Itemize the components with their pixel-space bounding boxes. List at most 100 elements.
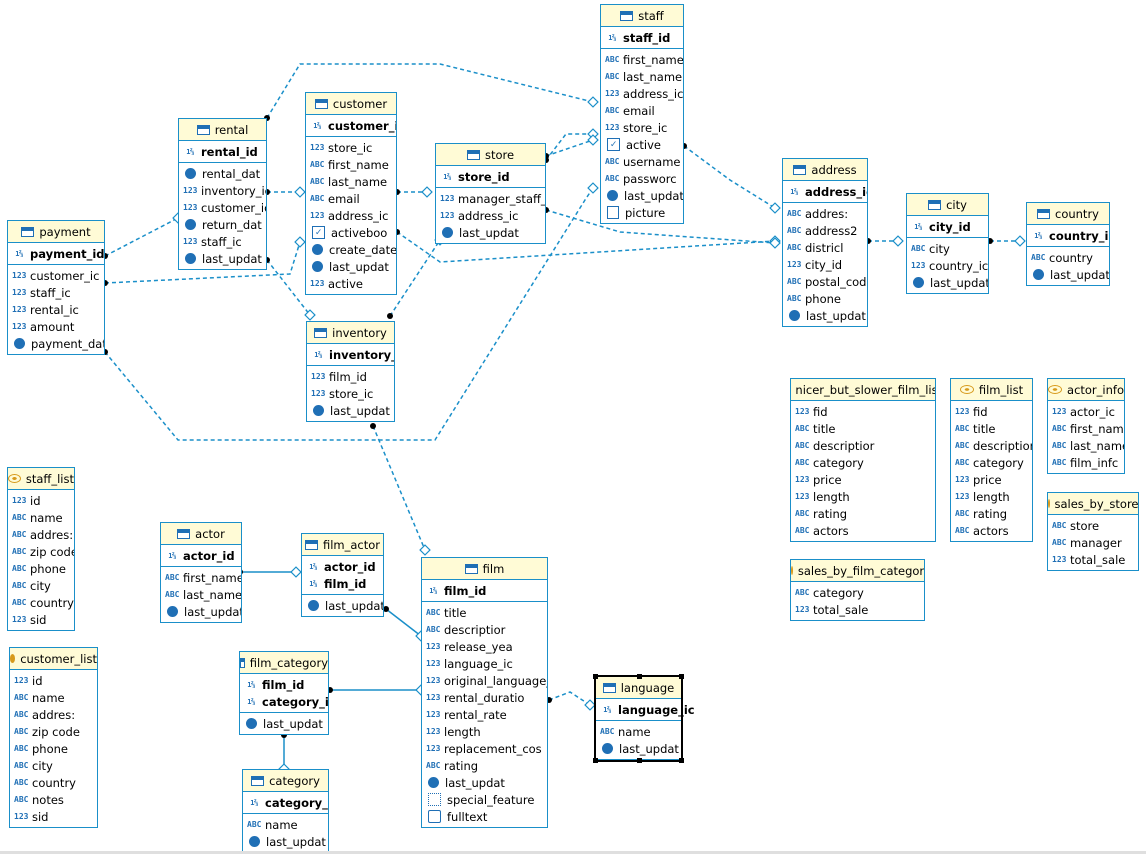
- table-header[interactable]: customer: [306, 93, 396, 115]
- relationship-inventory-to-store[interactable]: [389, 239, 441, 317]
- relationship-payment-to-rental[interactable]: [104, 217, 179, 257]
- relationship-inventory-to-film[interactable]: [372, 425, 426, 551]
- column-row[interactable]: last_updat: [907, 274, 988, 291]
- table-header[interactable]: customer_list: [10, 648, 97, 670]
- table-header[interactable]: actor: [161, 523, 241, 545]
- column-row[interactable]: special_feature: [422, 791, 547, 808]
- relationship-payment-to-customer[interactable]: [104, 241, 301, 284]
- relationship-payment-to-staff[interactable]: [104, 187, 594, 441]
- table-header[interactable]: address: [783, 159, 867, 181]
- table-header[interactable]: film_category: [240, 652, 328, 674]
- column-row[interactable]: last_updat: [596, 740, 681, 757]
- relationship-store-to-address[interactable]: [545, 209, 776, 244]
- column-row[interactable]: last_updat: [161, 603, 241, 620]
- column-row[interactable]: last_updat: [601, 187, 683, 204]
- column-row[interactable]: fulltext: [422, 808, 547, 825]
- table-header[interactable]: nicer_but_slower_film_lis: [791, 379, 935, 401]
- column-row[interactable]: create_date: [306, 241, 396, 258]
- relationship-rental-to-staff[interactable]: [266, 63, 594, 119]
- selection-handle[interactable]: [679, 758, 684, 763]
- relationship-film-to-language[interactable]: [548, 691, 591, 706]
- column-row[interactable]: last_updat: [240, 715, 328, 732]
- selection-handle[interactable]: [679, 674, 684, 679]
- table-header[interactable]: store: [436, 144, 545, 166]
- table-header[interactable]: inventory: [307, 322, 394, 344]
- column-row[interactable]: last_updat: [243, 833, 328, 850]
- relationship-film-actor-to-film[interactable]: [385, 608, 422, 637]
- column-row[interactable]: last_updat: [436, 224, 545, 241]
- relationship-store-to-staff[interactable]: [545, 133, 593, 161]
- selection-handle[interactable]: [593, 674, 598, 679]
- selection-handle[interactable]: [593, 758, 598, 763]
- table-customer[interactable]: customer1⅔customer_id123store_icABCfirst…: [305, 92, 397, 295]
- table-header[interactable]: language: [596, 677, 681, 699]
- selection-handle[interactable]: [636, 674, 642, 679]
- relationship-staff-to-store[interactable]: [545, 139, 594, 157]
- table-header[interactable]: film: [422, 558, 547, 580]
